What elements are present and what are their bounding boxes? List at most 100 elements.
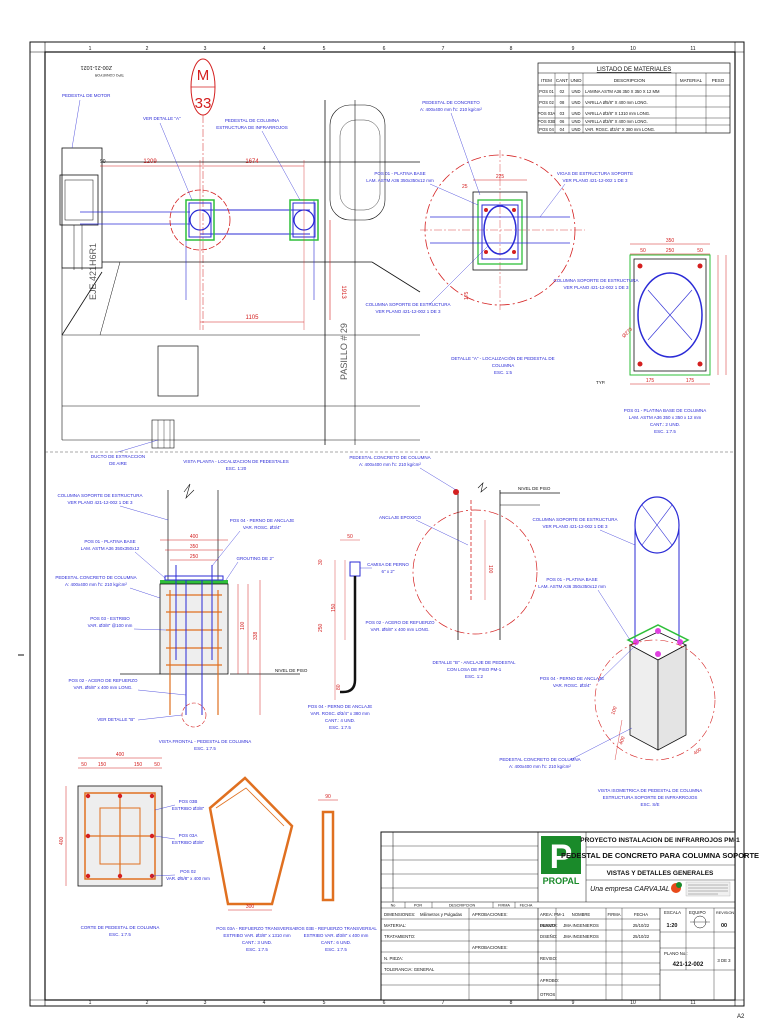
bolt-pos02-1: POS 02 - ACERO DE REFUERZO bbox=[365, 620, 435, 625]
tb-escala-label: ESCALA bbox=[664, 910, 681, 915]
iso-col-1: COLUMNA SOPORTE DE ESTRUCTURA bbox=[533, 517, 618, 522]
db-scale: ESC. 1:2 bbox=[465, 674, 484, 679]
iso-ped-2: A: 400x400 mm f'c: 210 kg/cm² bbox=[509, 764, 571, 769]
fv-pos04-2: VAR. ROSC. Ø3/4" bbox=[243, 525, 282, 530]
grid-top-label: 3 bbox=[204, 46, 207, 52]
sec-dim-150a: 150 bbox=[98, 762, 107, 768]
ducto-label-2: DE AIRE bbox=[109, 461, 127, 466]
fv-pos01-2: LAM. ASTM A36 350x350x12 bbox=[81, 546, 140, 551]
detail-a-vigas-1: VIGAS DE ESTRUCTURA SOPORTE bbox=[557, 171, 633, 176]
propal-logo bbox=[541, 836, 581, 874]
st-dim-90: 90 bbox=[325, 794, 331, 800]
revision-header-cell: No bbox=[391, 904, 396, 908]
project-title: PROYECTO INSTALACION DE INFRARROJOS PM-1 bbox=[580, 837, 740, 844]
tb-material-label: MATERIAL: bbox=[384, 923, 406, 928]
fv-ped-1: PEDESTAL CONCRETO DE COLUMNA bbox=[55, 575, 136, 580]
people-cell: JMA INGENIEROS bbox=[563, 934, 599, 939]
materials-cell: LAMINA ASTM A36 350 X 350 X 12 MM bbox=[585, 89, 660, 94]
tb-tolerancia-label: TOLERANCIA: GENERAL bbox=[384, 967, 435, 972]
dim-90: 90 bbox=[100, 159, 106, 165]
base-plate: 350 50 250 50 175 175 Ø273 TYP. COLUMNA … bbox=[554, 238, 727, 434]
tb-aprobaciones: APROBACIONES: bbox=[472, 912, 508, 917]
materials-cell: POS 02 bbox=[539, 100, 554, 105]
fv-dim-250: 250 bbox=[190, 554, 199, 560]
detail-a-vigas-2: VER PLANO 421-12-002 1 DE 3 bbox=[562, 178, 628, 183]
db-ped-1: PEDESTAL CONCRETO DE COLUMNA bbox=[349, 455, 430, 460]
iso-dim-400b: 400 bbox=[693, 747, 703, 757]
grid-bottom-label: 4 bbox=[263, 1000, 266, 1006]
bolt-dim-150: 150 bbox=[331, 603, 337, 612]
tb-dimensions-label: DIMENSIONES: bbox=[384, 912, 415, 917]
materials-header-cell: ITEM bbox=[541, 78, 552, 83]
people-cell: 25/10/22 bbox=[633, 934, 650, 939]
grid-bottom-label: 9 bbox=[572, 1000, 575, 1006]
materials-cell: POS 01 bbox=[539, 89, 554, 94]
bolt-scale: ESC. 1:7.5 bbox=[329, 725, 351, 730]
st-a-scale: ESC. 1:7.5 bbox=[246, 947, 268, 952]
detail-a-col-1: COLUMNA SOPORTE DE ESTRUCTURA bbox=[366, 302, 451, 307]
fv-dim-100: 100 bbox=[240, 621, 246, 630]
materials-cell: POS 03A bbox=[538, 111, 556, 116]
st-b-scale: ESC. 1:7.5 bbox=[325, 947, 347, 952]
tb-plano-label: PLANO No.: bbox=[664, 951, 688, 956]
plan-scale: ESC. 1:20 bbox=[226, 466, 247, 471]
dim-1105: 1105 bbox=[246, 315, 260, 321]
stirrups: 300 90 POS 03A - REFUERZO TRANSVERSAL ES… bbox=[208, 776, 377, 952]
grid-bottom-label: 2 bbox=[146, 1000, 149, 1006]
materials-cell: UND bbox=[571, 100, 580, 105]
fv-scale: ESC. 1:7.5 bbox=[194, 746, 216, 751]
front-view: 400 350 250 100 338 COLUMNA SOPORTE DE E… bbox=[55, 483, 308, 751]
fv-ver-b: VER DETALLE "B" bbox=[97, 717, 135, 722]
iso-view: 400 100 400 COLUMNA SOPORTE DE ESTRUCTUR… bbox=[499, 496, 716, 807]
fv-nivel: NIVEL DE PISO bbox=[275, 668, 308, 673]
plan-view: Z00-21-1021 TIPO CONVEYOR M 33 bbox=[59, 58, 421, 471]
pedestal-section: 400 50 150 150 50 400 POS 03B ESTRIBO Ø3… bbox=[59, 752, 210, 937]
materials-header-cell: DESCRIPCION bbox=[614, 78, 645, 83]
tb-revision-label: REVISION bbox=[716, 911, 734, 915]
detail-a-caption-1: DETALLE "A" - LOCALIZACIÓN DE PEDESTAL D… bbox=[451, 355, 554, 361]
sec-dim-150b: 150 bbox=[134, 762, 143, 768]
detail-a-pos01-2: LAM. ASTM A36 350x350x12 mm bbox=[366, 178, 434, 183]
st-b-caption-2: ESTRIBO VAR. Ø3/8" x 400 mm bbox=[304, 933, 369, 938]
tb-aprobaciones-2: APROBACIONES: bbox=[472, 945, 508, 950]
bolt-caption-1: POS 04 - PERNO DE ANCLAJE bbox=[308, 704, 373, 709]
grid-bottom-label: 10 bbox=[630, 1000, 636, 1006]
grid-top-label: 11 bbox=[690, 46, 695, 52]
tb-revision-value: 00 bbox=[721, 923, 727, 929]
fv-pos02-2: VAR. Ø5/8" x 400 mm LONG. bbox=[73, 685, 132, 690]
materials-title: LISTADO DE MATERIALES bbox=[597, 67, 671, 73]
people-header-cell: FECHA bbox=[634, 912, 648, 917]
db-caption-1: DETALLE "B" - ANCLAJE DE PEDESTAL bbox=[432, 660, 516, 665]
fv-col-1: COLUMNA SOPORTE DE ESTRUCTURA bbox=[58, 493, 143, 498]
db-dim-100: 100 bbox=[487, 565, 493, 574]
sec-dim-400: 400 bbox=[116, 752, 125, 758]
bp-col-1: COLUMNA SOPORTE DE ESTRUCTURA bbox=[554, 278, 639, 283]
axis-text: EJE 421H6R1 bbox=[88, 243, 98, 300]
materials-cell: VARILLA Ø3/8" X 400 mm LONG. bbox=[585, 119, 648, 124]
bolt-camisa-2: 6" x 2" bbox=[382, 569, 395, 574]
tb-tratamiento-label: TRATAMIENTO: bbox=[384, 934, 415, 939]
grid-top-label: 6 bbox=[383, 46, 386, 52]
fv-pos02-1: POS 02 - ACERO DE REFUERZO bbox=[68, 678, 138, 683]
people-cell: 25/10/22 bbox=[633, 923, 650, 928]
materials-cell: UND bbox=[571, 111, 580, 116]
label-ver-detalle-a: VER DETALLE "A" bbox=[143, 116, 181, 121]
materials-cell: 08 bbox=[560, 100, 565, 105]
people-header-cell: FIRMA bbox=[607, 912, 620, 917]
iso-pos01-1: POS 01 - PLATINA BASE bbox=[546, 577, 597, 582]
st-a-caption-3: CANT.: 3 UND. bbox=[242, 940, 272, 945]
revision-header-cell: POR bbox=[414, 904, 422, 908]
fv-pos03-1: POS 03 - ESTRIBO bbox=[90, 616, 130, 621]
fv-dim-400: 400 bbox=[190, 534, 199, 540]
dim-175: 175 bbox=[464, 291, 470, 300]
bp-scale: ESC. 1:7.5 bbox=[654, 429, 676, 434]
db-caption-2: CON LOSA DE PISO PM-1 bbox=[447, 667, 502, 672]
sec-caption: CORTE DE PEDESTAL DE COLUMNA bbox=[81, 925, 160, 930]
dim-1209: 1209 bbox=[143, 159, 157, 165]
dim-1913: 1913 bbox=[340, 285, 346, 299]
dim-225: 225 bbox=[496, 174, 505, 180]
company-name: Una empresa CARVAJAL bbox=[590, 886, 670, 893]
sec-dim-50a: 50 bbox=[81, 762, 87, 768]
